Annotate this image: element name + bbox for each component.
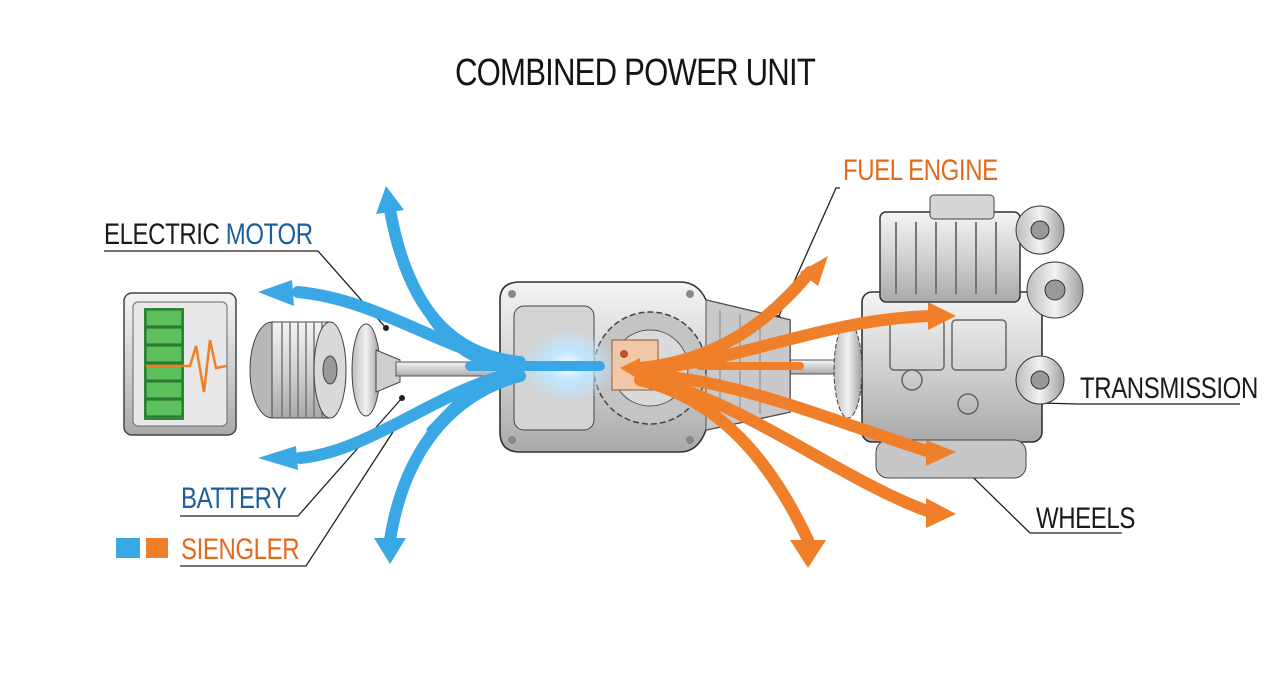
orange-arrow-up	[800, 256, 828, 286]
orange-arrow-left	[620, 358, 640, 380]
orange-arrow-right-top	[928, 302, 956, 330]
label-battery: BATTERY	[181, 482, 287, 515]
label-wheels: WHEELS	[1036, 502, 1135, 535]
label-electric-motor: ELECTRIC MOTOR	[104, 218, 313, 252]
legend-swatch-fuel	[146, 538, 168, 558]
battery-pack	[123, 292, 237, 436]
diagram-title: COMBINED POWER UNIT	[454, 52, 816, 94]
label-motor-word: MOTOR	[225, 218, 313, 251]
electric-motor-rotor	[249, 321, 347, 419]
label-transmission: TRANSMISSION	[1080, 372, 1258, 405]
blue-arrow-left-bottom	[258, 446, 298, 470]
battery-pulse-icon	[146, 339, 227, 393]
legend-swatch-electric	[116, 538, 140, 558]
coupling-flange	[351, 323, 401, 417]
leader-siengler	[180, 417, 403, 567]
blue-arrow-up	[376, 186, 404, 214]
fuel-arrowheads	[620, 256, 956, 568]
label-siengler: SIENGLER	[181, 533, 300, 566]
orange-arrow-right-low	[926, 498, 956, 528]
fuel-flow-arrows	[634, 266, 936, 546]
electric-flow-arrows	[292, 204, 605, 546]
leader-fuel-engine	[777, 187, 840, 319]
orange-arrow-down	[790, 540, 826, 568]
blue-arrow-left-top	[258, 280, 294, 306]
label-fuel-engine: FUEL ENGINE	[843, 154, 998, 187]
blue-arrow-down	[374, 538, 406, 564]
electric-arrowheads	[258, 186, 406, 564]
fuel-engine-block	[833, 194, 1084, 479]
orange-arrow-right-mid	[926, 440, 956, 466]
label-electric-word: ELECTRIC	[104, 218, 220, 251]
